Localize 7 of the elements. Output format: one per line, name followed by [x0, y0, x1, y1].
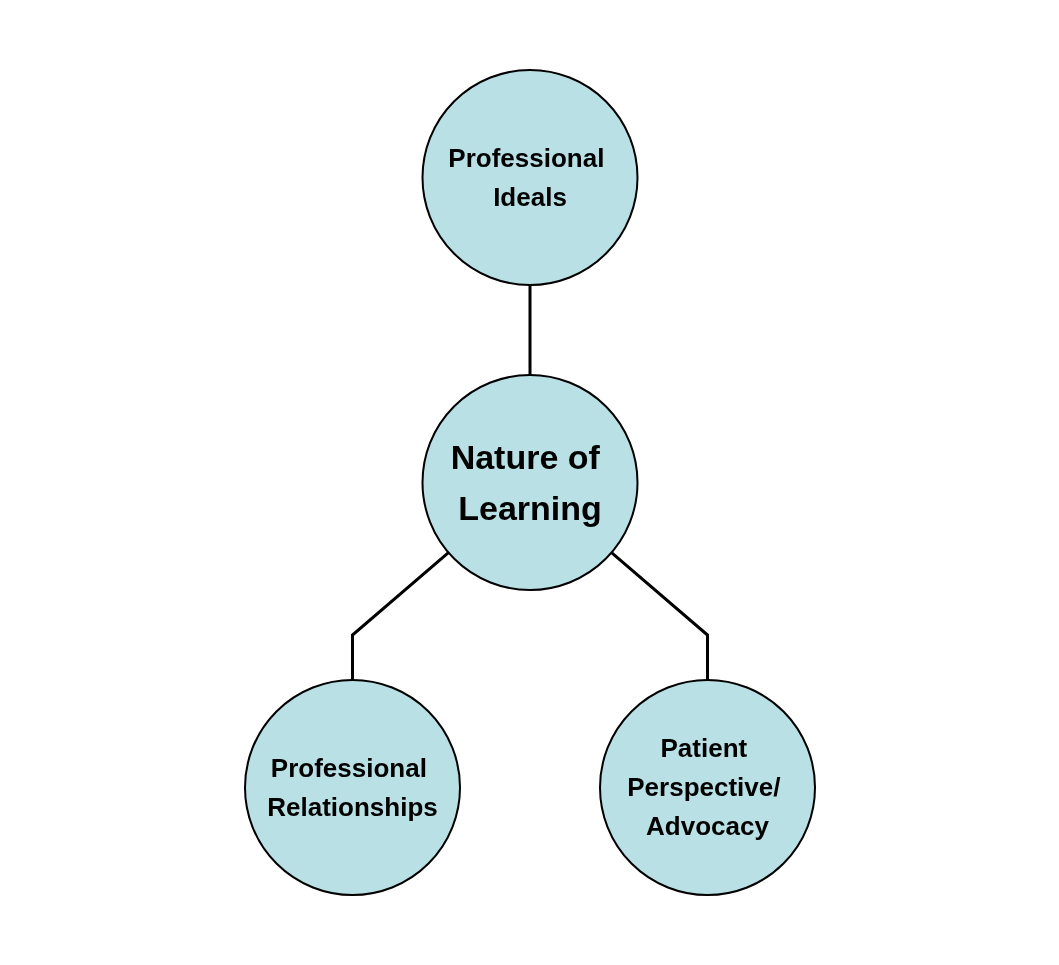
connector	[610, 551, 709, 680]
connector	[350, 551, 449, 680]
node-circle: Professional Relationships	[243, 679, 461, 896]
connector	[528, 285, 531, 375]
node-circle: Professional Ideals	[421, 69, 638, 286]
node-circle: Nature of Learning	[421, 374, 638, 591]
node-circle: Patient Perspective/ Advocacy	[598, 679, 816, 896]
